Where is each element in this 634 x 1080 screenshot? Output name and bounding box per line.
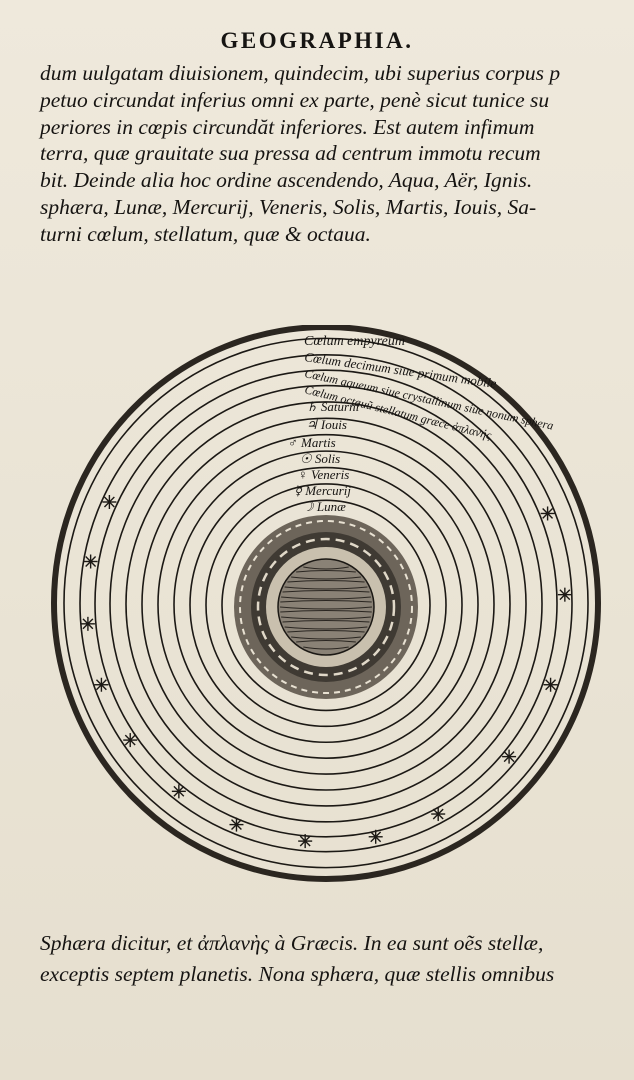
outer-rim [51,325,601,882]
bottom-paragraph: Sphæra dicitur, et ἀπλανὴς à Græcis. In … [40,928,610,990]
star-icon [298,834,313,849]
text-line: petuo circundat inferius omni ex parte, … [40,87,550,112]
text-line: turni cœlum, stellatum, quæ & octaua. [40,221,371,246]
star-icon [102,494,117,509]
sphere-ring [94,369,558,838]
star-icon [83,554,98,569]
text-line: periores in cœpis circundăt inferiores. … [40,114,535,139]
sphere-ring [221,499,431,712]
sphere-ring [109,384,543,823]
sphere-ring [157,433,495,775]
text-line: bit. Deinde alia hoc ordine ascendendo, … [40,168,533,193]
sphere-ring [63,337,589,869]
star-icon [540,506,555,521]
text-line: Sphæra dicitur, et ἀπλανὴς à Græcis. In … [40,931,544,955]
text-line: sphæra, Lunæ, Mercurij, Veneris, Solis, … [40,194,537,219]
label-saturni: ♄ Saturni [306,399,360,414]
text-line: exceptis septem planetis. Nona sphæra, q… [40,962,555,986]
label-empyreum: Cœlum empyreum [304,334,405,349]
label-iouis: ♃ Iouis [306,417,347,432]
label-martis: ♂ Martis [288,435,336,450]
star-icon [171,784,186,799]
sphere-ring [173,450,479,759]
star-icon [80,616,95,631]
earth-hatching [279,566,373,650]
sphere-ring [125,401,527,807]
sphere-ring [79,353,573,853]
celestial-spheres-woodcut: Cœlum empyreum Cœlum decimum siue primum… [48,325,604,885]
label-solis: ☉ Solis [300,451,340,466]
text-line: dum uulgatam diuisionem, quindecim, ubi … [40,61,561,85]
label-lunae: ☽ Lunæ [302,499,346,514]
sphere-rings [63,337,589,869]
star-icon [543,677,558,692]
star-icon [557,587,572,602]
sphere-ring [189,466,463,744]
star-icon [368,829,383,844]
star-icon [229,817,244,832]
sphere-ring [205,483,447,728]
star-icon [431,807,446,822]
star-icon [502,749,517,764]
label-mercurii: ☿ Mercurij [294,483,351,498]
page-title: GEOGRAPHIA. [220,28,414,53]
sphere-ring [141,417,511,791]
label-veneris: ♀ Veneris [298,467,349,482]
sphere-labels: Cœlum empyreum Cœlum decimum siue primum… [288,334,555,514]
top-paragraph: dum uulgatam diuisionem, quindecim, ubi … [40,60,610,248]
star-icon [94,677,109,692]
fixed-stars [80,494,572,849]
text-line: terra, quæ grauitate sua pressa ad centr… [40,141,541,166]
star-icon [123,733,138,748]
